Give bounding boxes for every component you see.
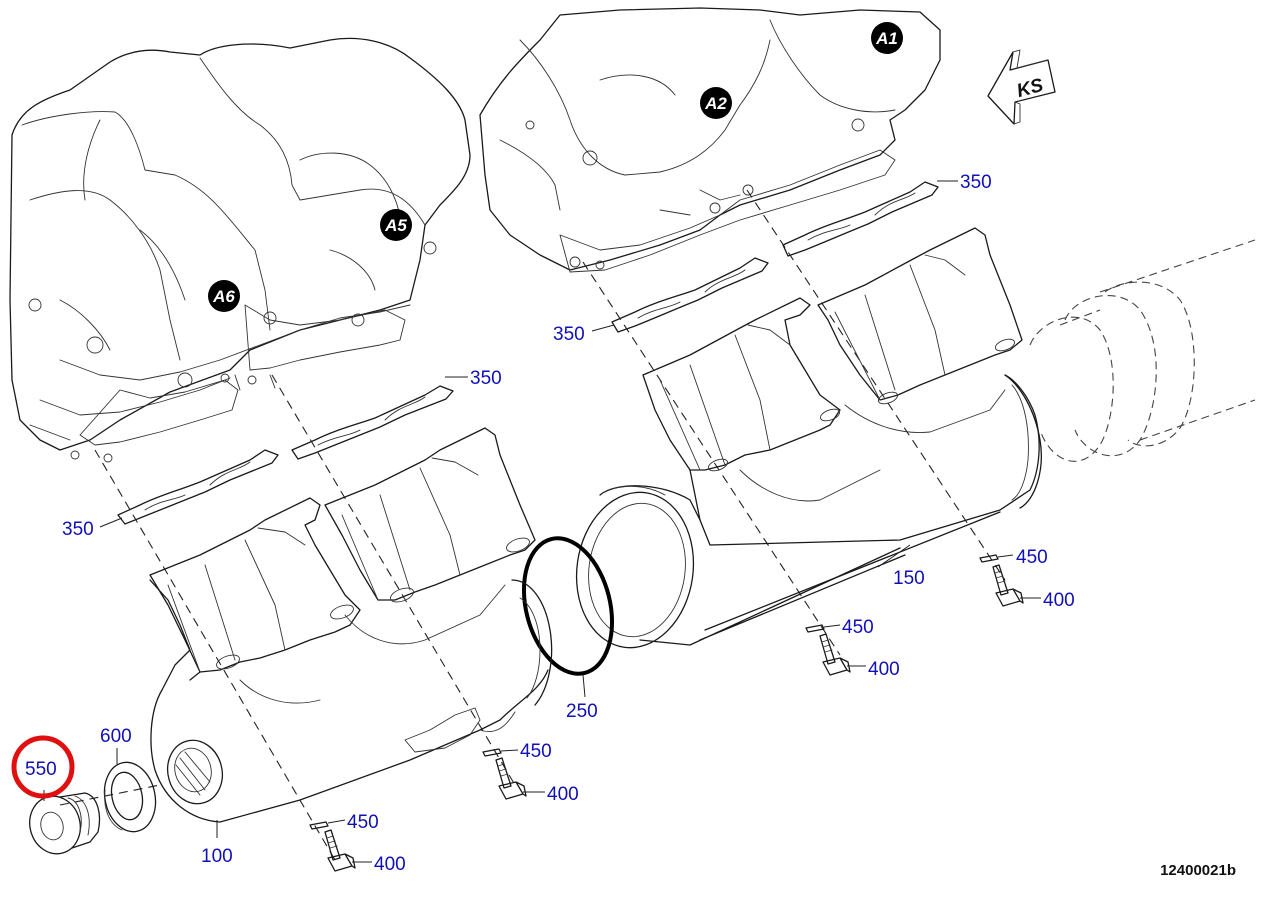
callout-350: 350	[553, 324, 585, 345]
callout-450: 450	[520, 741, 552, 762]
callout-leaders-350	[99, 180, 958, 528]
callout-550: 550	[25, 759, 57, 780]
callout-100: 100	[201, 846, 233, 867]
svg-text:A5: A5	[384, 216, 407, 235]
callout-350: 350	[960, 172, 992, 193]
cylinder-heads-block	[9, 7, 941, 463]
seal-ring-250	[521, 536, 615, 698]
exhaust-pipe-phantom	[1029, 239, 1256, 462]
callout-400: 400	[1043, 590, 1075, 611]
screw-plug-550	[29, 790, 101, 855]
svg-text:A2: A2	[704, 94, 727, 113]
bolt-400-d	[992, 564, 1041, 607]
callout-450: 450	[842, 617, 874, 638]
bolt-400-b	[495, 757, 545, 800]
washer-450-d	[979, 554, 1014, 563]
washer-450-a	[309, 819, 346, 830]
gasket-350-left-upper	[291, 385, 454, 460]
bolt-400-a	[324, 829, 372, 872]
callout-400: 400	[868, 659, 900, 680]
callout-250: 250	[566, 701, 598, 722]
gasket-350-left-lower	[117, 449, 279, 525]
callout-400: 400	[374, 854, 406, 875]
washer-450-b	[482, 748, 519, 757]
highlight-circle-550	[11, 735, 75, 799]
bolt-400-c	[819, 633, 866, 676]
svg-text:A1: A1	[875, 29, 898, 48]
assembly-centerlines	[59, 189, 1006, 861]
callout-450: 450	[347, 812, 379, 833]
direction-arrow-icon: KS	[987, 49, 1056, 125]
cylinder-badge-a5: A5	[380, 209, 412, 241]
gasket-350-right-lower	[611, 257, 769, 333]
svg-text:KS: KS	[1015, 75, 1046, 102]
manifold-segment-100	[149, 427, 553, 838]
cylinder-badge-a6: A6	[208, 280, 240, 312]
sealing-ring-600	[103, 748, 157, 833]
svg-text:A6: A6	[212, 287, 235, 306]
washer-450-c	[805, 624, 841, 633]
callout-150: 150	[893, 568, 925, 589]
callout-450: 450	[1016, 547, 1048, 568]
drawing-number: 12400021b	[1160, 862, 1236, 879]
cylinder-badge-a2: A2	[700, 87, 732, 119]
cylinder-badge-a1: A1	[871, 22, 903, 54]
callout-350: 350	[62, 519, 94, 540]
gasket-350-right-upper	[782, 181, 939, 257]
manifold-segment-150	[575, 227, 1042, 649]
callout-350: 350	[470, 368, 502, 389]
callout-600: 600	[100, 726, 132, 747]
callout-400: 400	[547, 784, 579, 805]
